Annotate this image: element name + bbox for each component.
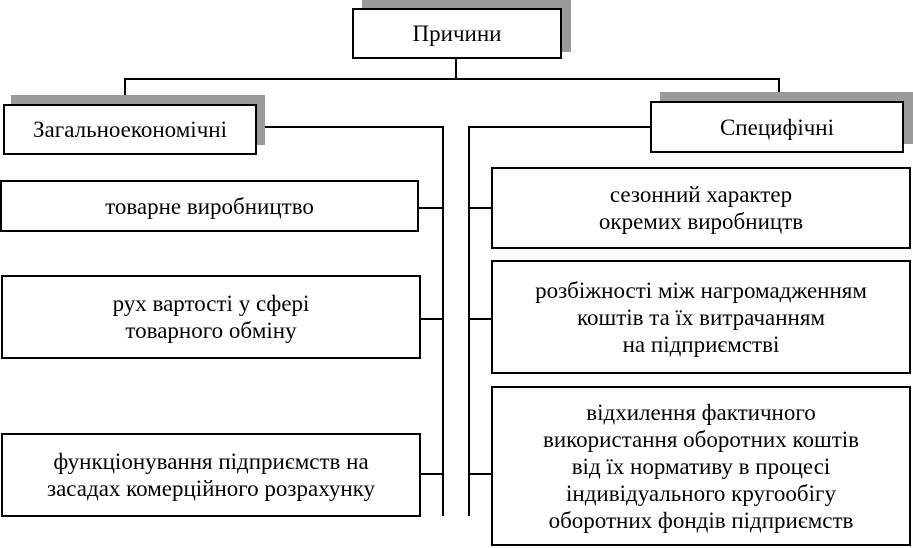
right-title-connector <box>468 126 652 128</box>
right-branch-3 <box>468 473 492 475</box>
left-branch-1 <box>418 207 444 209</box>
root-node-label: Причини <box>412 21 502 46</box>
left-item-node: рух вартості у сфері товарного обміну <box>1 275 421 359</box>
right-drop-line <box>778 78 780 102</box>
left-title-label: Загальноекономічні <box>33 117 227 142</box>
right-branch-2 <box>468 318 492 320</box>
right-item-node: розбіжності між нагромадженням коштів та… <box>491 260 911 374</box>
right-title-label: Специфічні <box>719 114 835 140</box>
right-item-label: відхилення фактичного використання оборо… <box>542 399 859 533</box>
right-branch-1 <box>468 207 492 209</box>
left-item-label: товарне виробництво <box>105 193 314 219</box>
left-branch-2 <box>420 318 444 320</box>
left-item-label: рух вартості у сфері товарного обміну <box>112 291 310 343</box>
right-item-node: сезонний характер окремих виробництв <box>491 167 911 249</box>
right-title-node: Специфічні <box>650 101 904 153</box>
left-drop-line <box>124 78 126 105</box>
right-item-label: розбіжності між нагромадженням коштів та… <box>535 277 867 357</box>
left-spine-line <box>442 126 444 516</box>
left-item-node: функціонування підприємств на засадах ко… <box>1 433 421 517</box>
left-title-connector <box>256 126 444 128</box>
right-spine-line <box>468 126 470 516</box>
root-stem-line <box>455 58 457 80</box>
left-branch-3 <box>420 473 444 475</box>
left-item-node: товарне виробництво <box>0 180 419 232</box>
root-node: Причини <box>352 8 562 59</box>
right-item-node: відхилення фактичного використання оборо… <box>491 386 911 546</box>
right-item-label: сезонний характер окремих виробництв <box>598 182 804 234</box>
left-title-node: Загальноекономічні <box>3 104 257 155</box>
top-horizontal-line <box>124 78 780 80</box>
left-item-label: функціонування підприємств на засадах ко… <box>47 449 375 501</box>
